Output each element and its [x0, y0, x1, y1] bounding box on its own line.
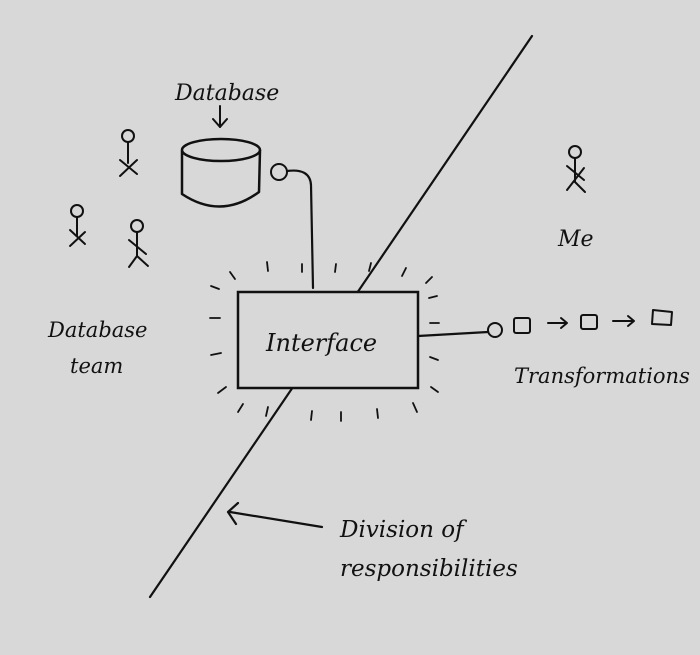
- interface-glow-marks: [209, 261, 440, 422]
- me-figure: [566, 145, 586, 193]
- team-member-figure-2: [69, 204, 86, 247]
- database-pointer-arrow: [212, 105, 228, 128]
- transformation-step-1-icon: [513, 317, 531, 334]
- database-cylinder-icon: [180, 137, 262, 208]
- interface-box: [236, 290, 420, 390]
- interface-transformations-connector: [416, 322, 503, 338]
- transformation-step-2-icon: [580, 314, 598, 330]
- database-team-label-line2: team: [70, 354, 123, 378]
- database-interface-connector: [270, 163, 315, 290]
- interface-label: Interface: [265, 329, 377, 357]
- division-label-line1: Division of: [339, 517, 467, 543]
- division-label-line2: responsibilities: [340, 556, 518, 582]
- transformation-step-3-icon: [651, 309, 673, 326]
- me-label: Me: [557, 227, 594, 252]
- team-member-figure-3: [128, 219, 149, 268]
- transformation-chain: [513, 309, 673, 334]
- database-team-label-line1: Database: [47, 318, 147, 342]
- team-member-figure-1: [119, 129, 138, 177]
- transformations-label: Transformations: [514, 364, 690, 388]
- database-label: Database: [174, 81, 279, 106]
- division-annotation-arrow: [226, 501, 324, 529]
